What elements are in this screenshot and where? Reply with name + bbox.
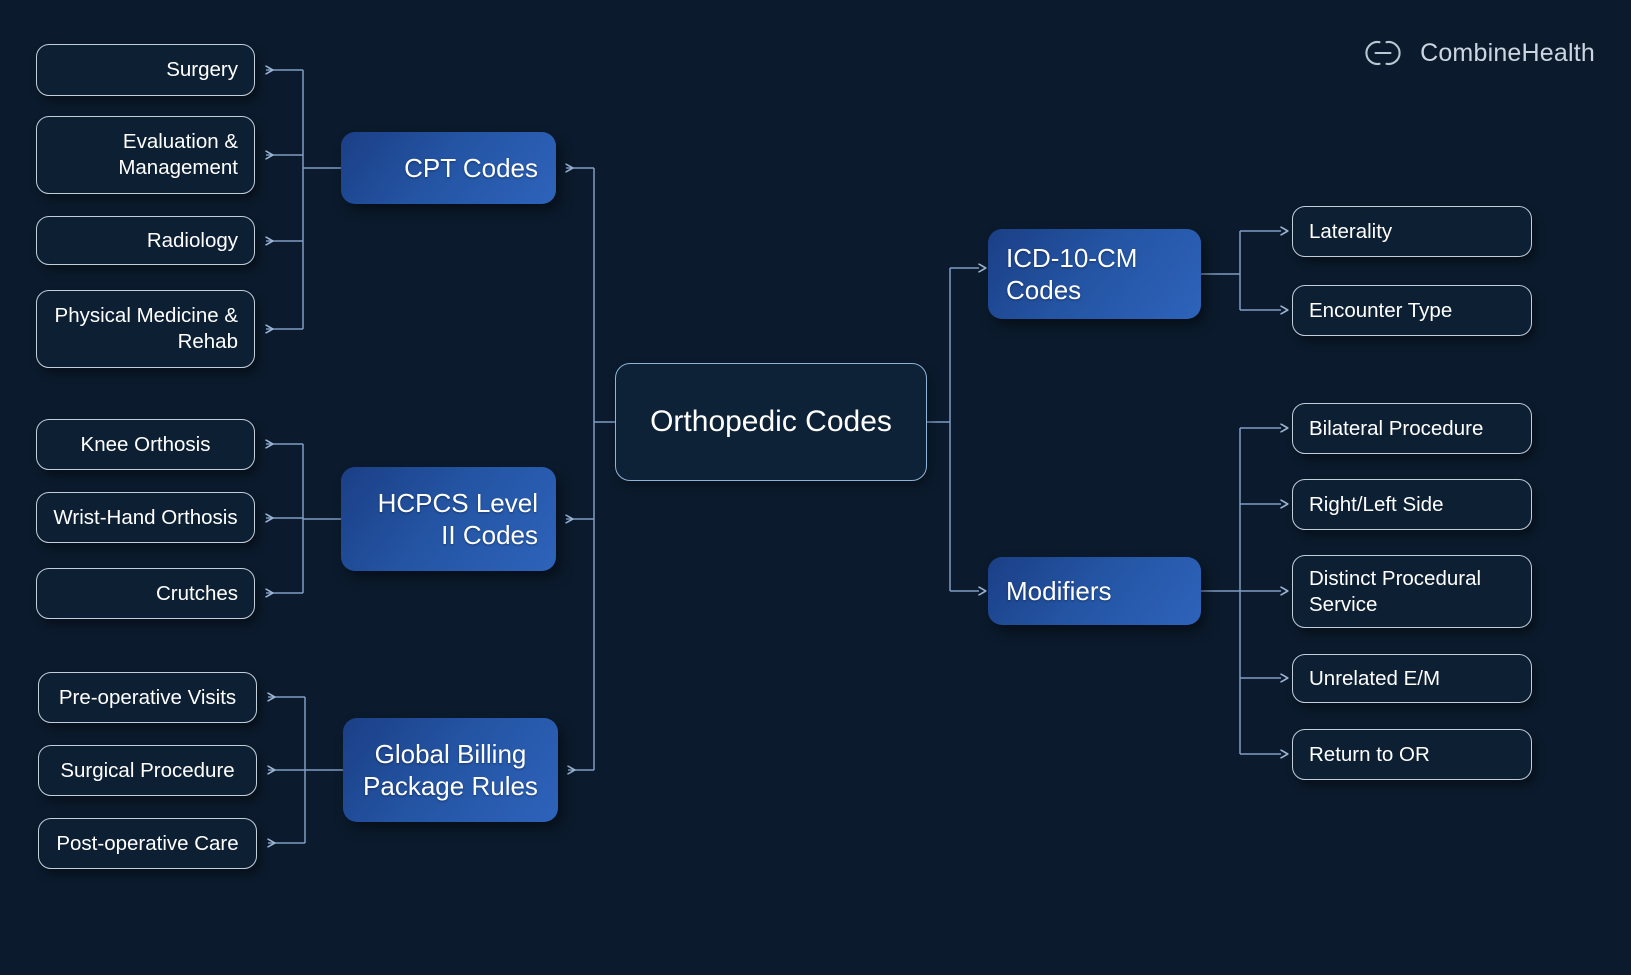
node-label: Laterality	[1309, 219, 1393, 243]
leaf-node-crutches[interactable]: Crutches	[36, 568, 255, 619]
node-label: Surgery	[166, 58, 238, 82]
node-label: Return to OR	[1309, 742, 1430, 766]
leaf-node-radiology[interactable]: Radiology	[36, 216, 255, 265]
leaf-node-return-to-or[interactable]: Return to OR	[1292, 729, 1532, 780]
brand-logo: CombineHealth	[1362, 38, 1595, 68]
node-label: Encounter Type	[1309, 298, 1453, 322]
leaf-node-physical-medicine-rehab[interactable]: Physical Medicine & Rehab	[36, 290, 255, 368]
combinehealth-ch-monogram-icon	[1362, 38, 1404, 68]
leaf-node-evaluation-management[interactable]: Evaluation & Management	[36, 116, 255, 194]
leaf-node-surgical-procedure[interactable]: Surgical Procedure	[38, 745, 257, 796]
leaf-node-post-operative-care[interactable]: Post-operative Care	[38, 818, 257, 869]
leaf-node-distinct-procedural-service[interactable]: Distinct Procedural Service	[1292, 555, 1532, 628]
node-label: Surgical Procedure	[60, 758, 235, 782]
node-label: Modifiers	[1006, 575, 1112, 606]
leaf-node-pre-operative-visits[interactable]: Pre-operative Visits	[38, 672, 257, 723]
node-label: Radiology	[146, 228, 238, 252]
node-label: ICD-10-CM Codes	[1006, 242, 1138, 306]
node-label: Knee Orthosis	[80, 432, 211, 456]
leaf-node-laterality[interactable]: Laterality	[1292, 206, 1532, 257]
node-label: Orthopedic Codes	[650, 405, 892, 439]
category-node-modifiers[interactable]: Modifiers	[988, 557, 1201, 625]
node-label: Right/Left Side	[1309, 492, 1444, 516]
category-node-cpt-codes[interactable]: CPT Codes	[341, 132, 556, 204]
node-label: Distinct Procedural Service	[1309, 566, 1482, 616]
leaf-node-bilateral-procedure[interactable]: Bilateral Procedure	[1292, 403, 1532, 454]
node-label: Post-operative Care	[56, 831, 239, 855]
category-node-hcpcs-level-ii-codes[interactable]: HCPCS Level II Codes	[341, 467, 556, 571]
leaf-node-knee-orthosis[interactable]: Knee Orthosis	[36, 419, 255, 470]
leaf-node-wrist-hand-orthosis[interactable]: Wrist-Hand Orthosis	[36, 492, 255, 543]
category-node-global-billing-package-rules[interactable]: Global Billing Package Rules	[343, 718, 558, 822]
node-label: CPT Codes	[404, 152, 538, 183]
node-label: HCPCS Level II Codes	[377, 487, 538, 551]
node-label: Pre-operative Visits	[58, 685, 237, 709]
node-label: Crutches	[155, 581, 238, 605]
leaf-node-right-left-side[interactable]: Right/Left Side	[1292, 479, 1532, 530]
root-node-orthopedic-codes[interactable]: Orthopedic Codes	[615, 363, 927, 481]
node-label: Wrist-Hand Orthosis	[53, 505, 238, 529]
leaf-node-surgery[interactable]: Surgery	[36, 44, 255, 96]
node-label: Unrelated E/M	[1309, 666, 1441, 690]
brand-name: CombineHealth	[1420, 38, 1595, 67]
node-label: Bilateral Procedure	[1309, 416, 1484, 440]
leaf-node-unrelated-em[interactable]: Unrelated E/M	[1292, 654, 1532, 703]
node-label: Physical Medicine & Rehab	[54, 304, 238, 353]
leaf-node-encounter-type[interactable]: Encounter Type	[1292, 285, 1532, 336]
category-node-icd-10-cm-codes[interactable]: ICD-10-CM Codes	[988, 229, 1201, 319]
node-label: Evaluation & Management	[118, 130, 238, 179]
node-label: Global Billing Package Rules	[363, 738, 538, 802]
